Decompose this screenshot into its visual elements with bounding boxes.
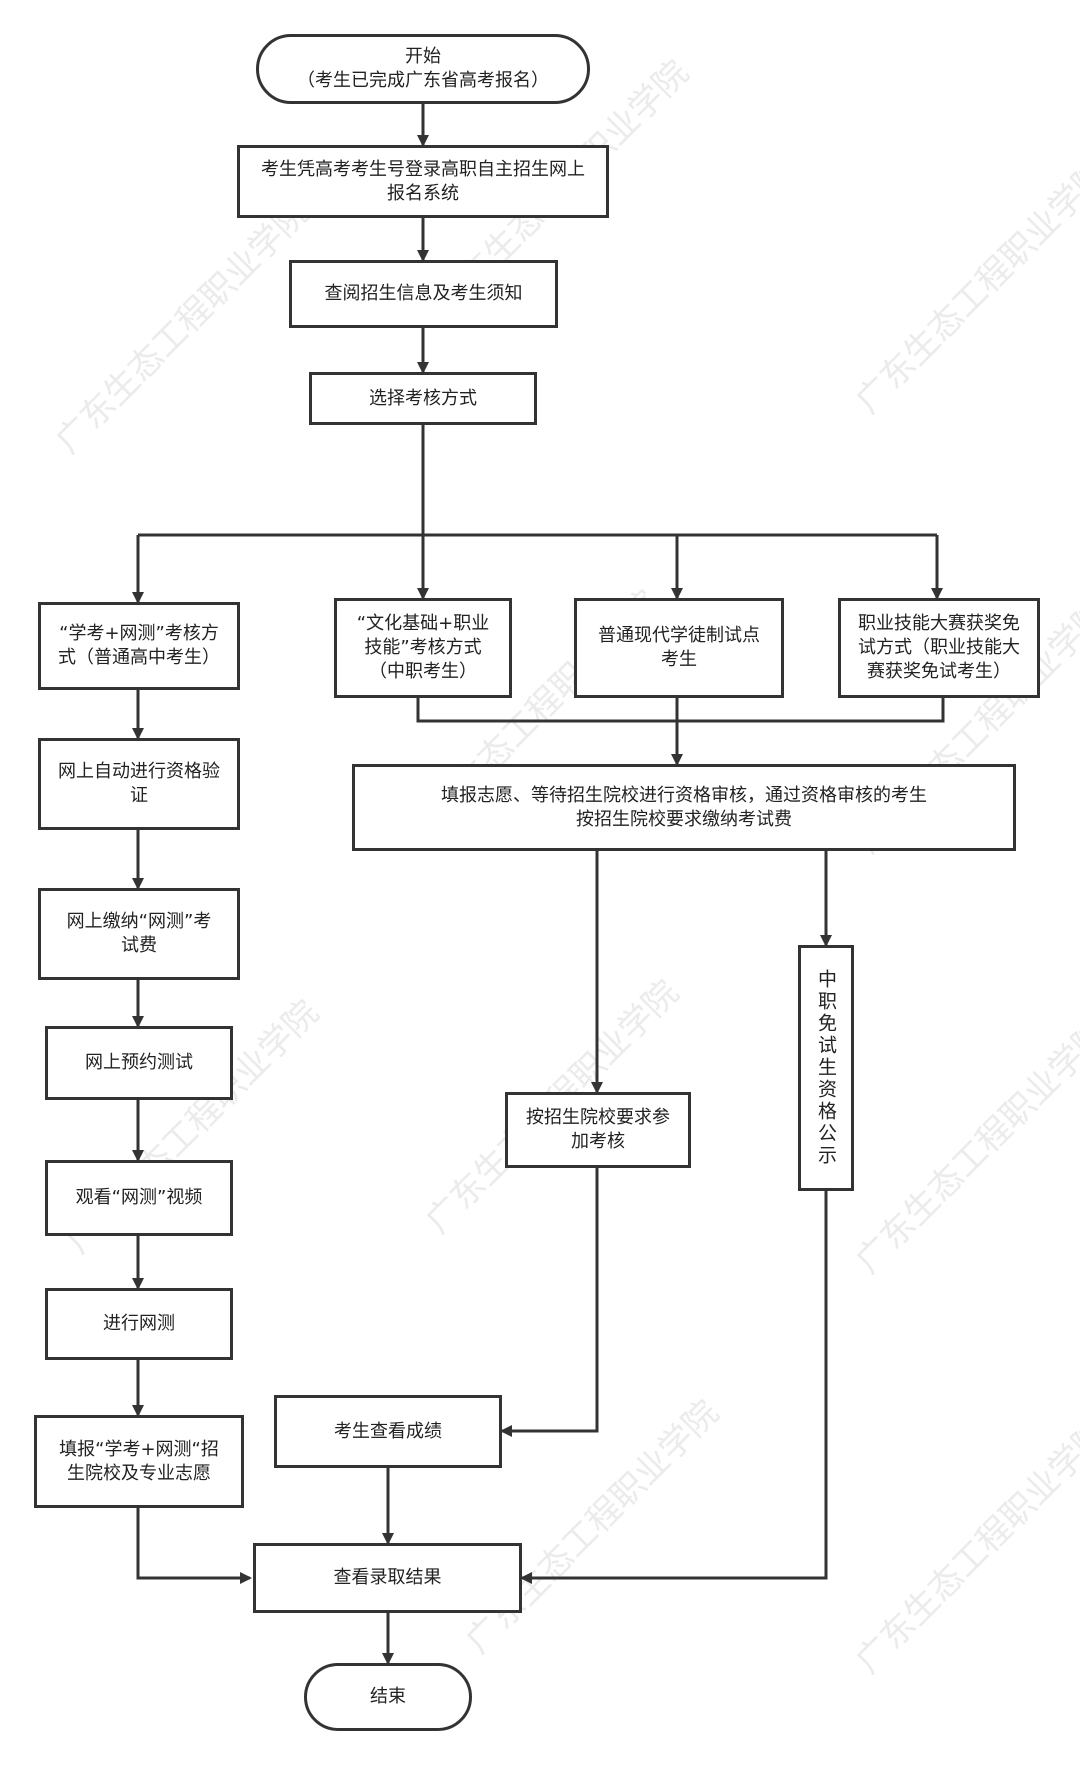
start-label: 开始 （考生已完成广东省高考报名） bbox=[297, 46, 549, 91]
arrow-a6-result bbox=[136, 1508, 252, 1584]
path-b-label: “文化基础+职业 技能”考核方式 （中职考生） bbox=[356, 613, 490, 682]
path-d-label: 职业技能大赛获奖免 试方式（职业技能大 赛获奖免试考生） bbox=[858, 613, 1020, 682]
start-node: 开始 （考生已完成广东省高考报名） bbox=[256, 34, 590, 104]
a6-label: 填报“学考+网测“招 生院校及专业志愿 bbox=[59, 1438, 219, 1484]
exempt-label: 中职免试生资格公示 bbox=[815, 969, 837, 1167]
apply-node: 填报志愿、等待招生院校进行资格审核，通过资格审核的考生 按招生院校要求缴纳考试费 bbox=[352, 764, 1016, 851]
path-a-label: “学考+网测”考核方 式（普通高中考生） bbox=[58, 623, 220, 668]
review-label: 查阅招生信息及考生须知 bbox=[324, 283, 523, 304]
review-node: 查阅招生信息及考生须知 bbox=[289, 260, 558, 328]
a5-node: 进行网测 bbox=[45, 1288, 233, 1360]
a3-label: 网上预约测试 bbox=[85, 1052, 193, 1073]
a5-label: 进行网测 bbox=[103, 1313, 175, 1334]
path-c-node: 普通现代学徒制试点 考生 bbox=[574, 598, 784, 698]
apply-label: 填报志愿、等待招生院校进行资格审核，通过资格审核的考生 按招生院校要求缴纳考试费 bbox=[441, 784, 927, 830]
choose-label: 选择考核方式 bbox=[369, 387, 477, 409]
a4-node: 观看“网测”视频 bbox=[45, 1160, 233, 1236]
score-node: 考生查看成绩 bbox=[274, 1395, 502, 1468]
login-node: 考生凭高考考生号登录高职自主招生网上 报名系统 bbox=[237, 145, 609, 218]
exam-label: 按招生院校要求参 加考核 bbox=[526, 1107, 670, 1152]
path-c-label: 普通现代学徒制试点 考生 bbox=[598, 625, 760, 670]
score-label: 考生查看成绩 bbox=[334, 1420, 442, 1442]
arrow-exempt-result bbox=[520, 1191, 828, 1584]
path-d-node: 职业技能大赛获奖免 试方式（职业技能大 赛获奖免试考生） bbox=[838, 598, 1040, 698]
login-label: 考生凭高考考生号登录高职自主招生网上 报名系统 bbox=[261, 158, 585, 204]
a2-node: 网上缴纳“网测”考 试费 bbox=[38, 888, 240, 980]
path-a-node: “学考+网测”考核方 式（普通高中考生） bbox=[38, 602, 240, 690]
a1-node: 网上自动进行资格验 证 bbox=[38, 738, 240, 830]
result-label: 查看录取结果 bbox=[333, 1567, 442, 1588]
a2-label: 网上缴纳“网测”考 试费 bbox=[66, 911, 212, 956]
a6-node: 填报“学考+网测“招 生院校及专业志愿 bbox=[34, 1415, 244, 1508]
a3-node: 网上预约测试 bbox=[45, 1026, 233, 1100]
exam-node: 按招生院校要求参 加考核 bbox=[505, 1092, 691, 1168]
arrow-exam-score bbox=[500, 1168, 599, 1437]
result-node: 查看录取结果 bbox=[253, 1543, 522, 1613]
choose-node: 选择考核方式 bbox=[309, 372, 537, 425]
a1-label: 网上自动进行资格验 证 bbox=[58, 761, 220, 806]
path-b-node: “文化基础+职业 技能”考核方式 （中职考生） bbox=[334, 598, 512, 698]
a4-label: 观看“网测”视频 bbox=[75, 1187, 203, 1208]
end-node: 结束 bbox=[304, 1663, 472, 1731]
exempt-node: 中职免试生资格公示 bbox=[798, 945, 854, 1191]
line-merge-bcd bbox=[416, 698, 945, 723]
end-label: 结束 bbox=[370, 1686, 406, 1707]
